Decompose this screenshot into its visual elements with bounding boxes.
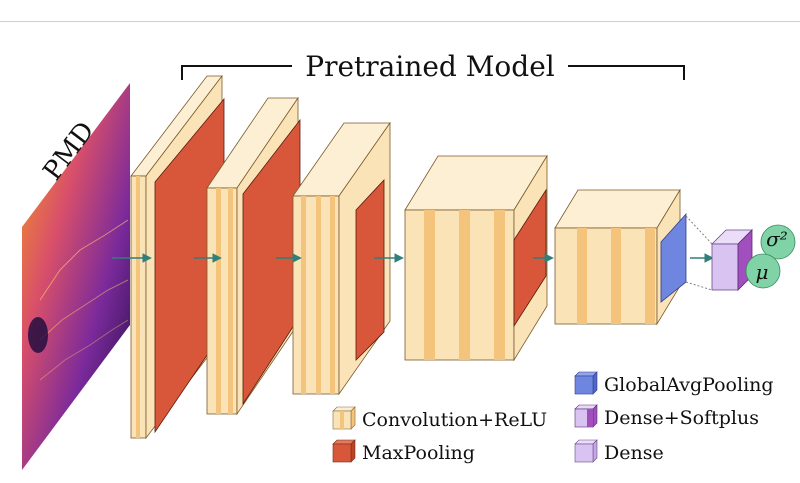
legend-item-dense-softplus: Dense+Softplus [574,404,759,429]
conv-relu-cube-icon [332,406,356,430]
stage-5-slice-3 [645,228,655,324]
dense-cube-icon [574,439,598,463]
stage-1-slice [136,176,140,438]
stage-3-slice-3 [330,196,335,394]
stage-2 [206,96,301,416]
cnn-stages [130,74,687,440]
legend-item-dense: Dense [574,439,664,464]
stage-3-pool-plate [355,178,385,361]
legend-label-conv-relu: Convolution+ReLU [362,409,547,431]
legend-label-globalavgpooling: GlobalAvgPooling [604,374,774,396]
top-divider [0,21,800,22]
mean-output-label: μ [756,260,769,284]
legend-label-dense-softplus: Dense+Softplus [604,407,759,429]
legend: Convolution+ReLU MaxPooling GlobalAvgPoo… [332,371,774,464]
projection-line-2 [685,281,713,291]
stage-5-front-face [554,227,658,325]
dense-block [711,229,753,291]
maxpool-cube-icon [332,439,356,463]
gap-cube-icon [574,371,598,395]
legend-label-dense: Dense [604,442,664,464]
dense-front-face [711,243,739,291]
legend-item-maxpooling: MaxPooling [332,439,475,464]
mean-output-circle [745,253,781,289]
stage-3 [292,121,391,396]
stage-4-slice-1 [424,210,435,360]
stage-5-slice-2 [611,228,621,324]
legend-item-globalavgpooling: GlobalAvgPooling [574,371,774,396]
pretrained-model-title: Pretrained Model [305,50,555,83]
stage-3-slice-2 [316,196,321,394]
stage-3-slice-1 [301,196,306,394]
legend-label-maxpooling: MaxPooling [362,442,475,464]
stage-4-slice-3 [494,210,505,360]
pretrained-model-bracket [181,65,685,80]
stage-5 [554,188,687,326]
stage-2-slice-2 [228,188,233,414]
pmd-input-image [22,83,130,470]
dense-softplus-cube-icon [574,404,598,428]
legend-item-conv-relu: Convolution+ReLU [332,406,547,431]
projection-line-1 [685,215,713,245]
stage-4-slice-2 [459,210,470,360]
dense-head [685,215,796,291]
stage-4-pool-plate [513,188,547,328]
variance-output-label: σ² [766,227,788,251]
stage-2-slice-1 [216,188,221,414]
stage-5-slice-1 [577,228,587,324]
variance-output-circle [760,224,796,260]
stage-4 [404,154,548,362]
